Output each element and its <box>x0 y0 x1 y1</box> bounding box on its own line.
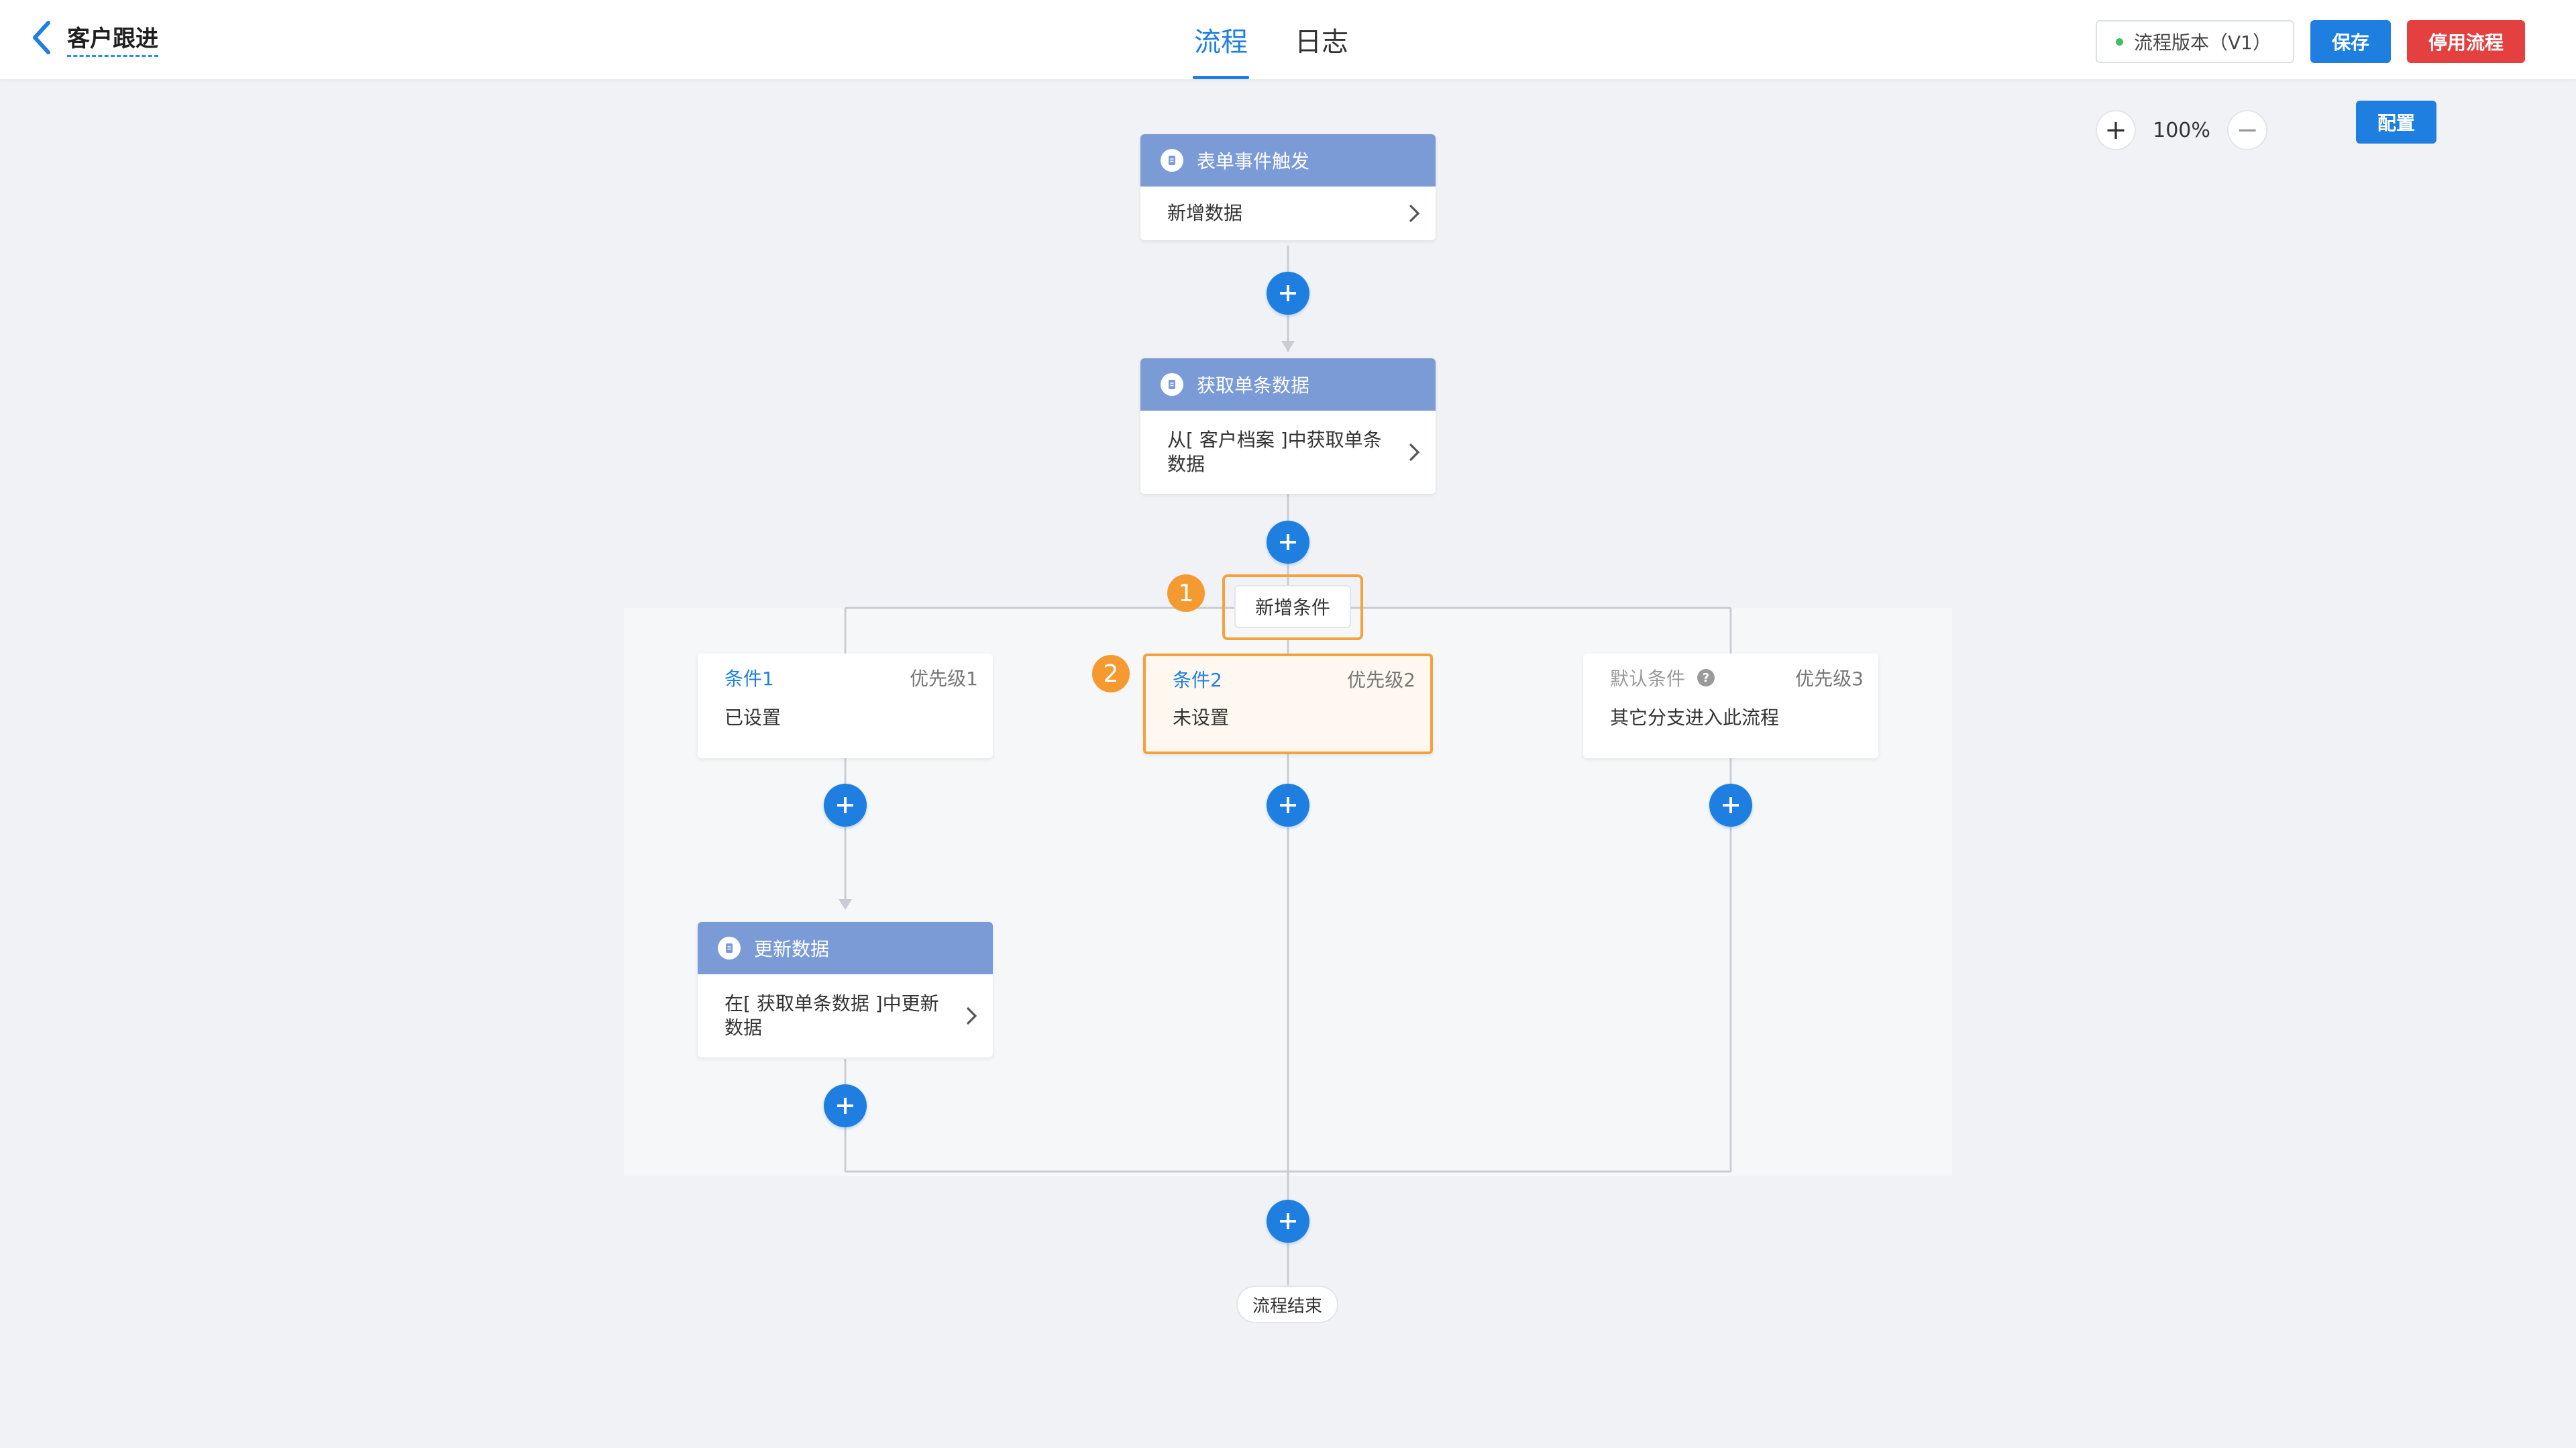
node-header: 获取单条数据 <box>1140 358 1436 411</box>
node-body: 新增数据 <box>1140 187 1436 240</box>
node-desc: 在[ 获取单条数据 ]中更新数据 <box>724 992 939 1039</box>
condition-priority: 优先级2 <box>1347 669 1415 691</box>
add-node-button[interactable] <box>824 784 867 827</box>
condition-name-text: 默认条件 <box>1610 668 1686 690</box>
tab-log[interactable]: 日志 <box>1295 27 1348 58</box>
form-icon <box>1161 373 1183 396</box>
config-button[interactable]: 配置 <box>2356 101 2436 144</box>
node-body: 在[ 获取单条数据 ]中更新数据 <box>698 974 993 1057</box>
condition-header: 条件2 优先级2 <box>1173 656 1415 702</box>
node-title: 获取单条数据 <box>1197 374 1310 397</box>
node-header: 表单事件触发 <box>1140 134 1436 187</box>
chevron-right-icon <box>1409 443 1420 462</box>
node-desc: 新增数据 <box>1167 202 1243 224</box>
condition-header: 条件1 优先级1 <box>724 654 978 702</box>
trigger-node[interactable]: 表单事件触发 新增数据 <box>1140 134 1436 240</box>
add-node-button[interactable] <box>1267 1200 1309 1243</box>
condition-name: 默认条件 ? <box>1610 664 1715 691</box>
add-node-button[interactable] <box>1709 784 1752 827</box>
condition-card-default[interactable]: 默认条件 ? 优先级3 其它分支进入此流程 <box>1583 654 1878 758</box>
page-title[interactable]: 客户跟进 <box>67 25 158 57</box>
top-bar: 客户跟进 流程 日志 流程版本（V1） 保存 停用流程 <box>0 0 2576 79</box>
save-button[interactable]: 保存 <box>2310 20 2391 63</box>
plus-icon <box>1280 797 1296 813</box>
add-node-button[interactable] <box>1267 784 1309 827</box>
add-node-button[interactable] <box>1267 272 1309 315</box>
update-data-node[interactable]: 更新数据 在[ 获取单条数据 ]中更新数据 <box>698 922 993 1057</box>
get-single-data-node[interactable]: 获取单条数据 从[ 客户档案 ]中获取单条数据 <box>1140 358 1436 494</box>
condition-card-2[interactable]: 条件2 优先级2 未设置 <box>1143 654 1433 754</box>
chevron-left-icon <box>33 21 50 54</box>
tab-flow[interactable]: 流程 <box>1193 0 1249 79</box>
zoom-level: 100% <box>2153 118 2210 142</box>
node-title: 表单事件触发 <box>1197 150 1310 172</box>
back-button[interactable] <box>30 20 56 60</box>
condition-header: 默认条件 ? 优先级3 <box>1610 654 1864 702</box>
status-dot-icon <box>2116 38 2123 46</box>
zoom-in-button[interactable]: + <box>2096 110 2136 150</box>
condition-priority: 优先级1 <box>910 668 978 690</box>
add-condition-button[interactable]: 新增条件 <box>1234 585 1351 628</box>
add-node-button[interactable] <box>824 1084 867 1127</box>
add-node-button[interactable] <box>1267 521 1309 564</box>
plus-icon <box>1280 285 1296 301</box>
version-label: 流程版本（V1） <box>2134 32 2271 54</box>
node-header: 更新数据 <box>698 922 993 974</box>
stop-flow-button[interactable]: 停用流程 <box>2407 20 2525 63</box>
form-icon <box>1161 149 1183 172</box>
plus-icon <box>1723 797 1739 813</box>
zoom-out-button[interactable]: − <box>2227 110 2267 150</box>
chevron-right-icon <box>1409 204 1420 223</box>
help-icon[interactable]: ? <box>1697 669 1715 686</box>
condition-desc: 其它分支进入此流程 <box>1610 707 1780 729</box>
plus-icon <box>837 1098 853 1114</box>
condition-card-1[interactable]: 条件1 优先级1 已设置 <box>698 654 993 758</box>
plus-icon <box>1280 534 1296 550</box>
plus-icon <box>1280 1213 1296 1229</box>
step-badge-2: 2 <box>1092 655 1130 692</box>
header-actions: 流程版本（V1） 保存 停用流程 <box>2096 20 2525 63</box>
chevron-right-icon <box>966 1006 977 1025</box>
add-condition-highlight <box>1222 574 1363 640</box>
zoom-controls: + 100% − <box>2096 110 2267 150</box>
condition-desc: 已设置 <box>724 707 782 729</box>
condition-name: 条件1 <box>724 668 774 690</box>
node-title: 更新数据 <box>754 938 830 960</box>
condition-priority: 优先级3 <box>1795 668 1864 690</box>
flow-end-node: 流程结束 <box>1236 1286 1338 1323</box>
version-selector[interactable]: 流程版本（V1） <box>2096 20 2294 63</box>
condition-name: 条件2 <box>1173 669 1222 691</box>
tab-bar: 流程 日志 <box>1193 0 1348 79</box>
node-body: 从[ 客户档案 ]中获取单条数据 <box>1140 411 1436 494</box>
plus-icon <box>837 797 853 813</box>
step-badge-1: 1 <box>1167 574 1205 612</box>
condition-desc: 未设置 <box>1173 707 1230 729</box>
form-icon <box>718 937 741 960</box>
node-desc: 从[ 客户档案 ]中获取单条数据 <box>1167 429 1382 475</box>
